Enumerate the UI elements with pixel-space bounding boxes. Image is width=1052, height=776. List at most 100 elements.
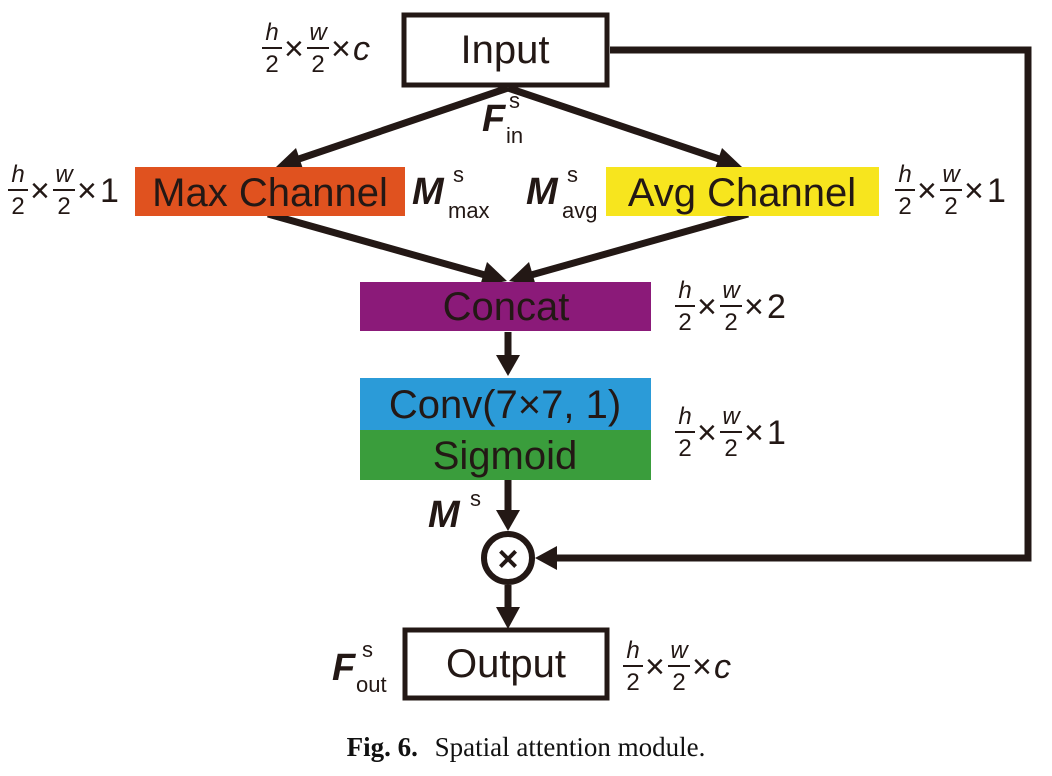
arrowhead-avg <box>714 148 742 172</box>
arrowhead-multiply-top <box>496 510 520 531</box>
dim-concat-den1: 2 <box>678 309 691 336</box>
multiply-symbol: × <box>497 538 518 579</box>
dim-avg-den2: 2 <box>944 193 957 220</box>
concat-box <box>360 282 651 331</box>
node-concat: Concat <box>360 282 651 331</box>
figure-caption: Fig. 6. Spatial attention module. <box>347 732 706 762</box>
symbol-m-max: M s max <box>412 162 490 223</box>
dim-avg-w: w <box>942 161 961 188</box>
dim-avg-times2: × <box>964 172 984 210</box>
arrowhead-multiply-right <box>535 546 557 570</box>
dim-concat-w: w <box>722 277 741 304</box>
node-sigmoid: Sigmoid <box>360 430 651 480</box>
symbol-m-avg: M s avg <box>526 162 597 223</box>
dim-output-h: h <box>626 637 639 664</box>
dim-concat-den2: 2 <box>724 309 737 336</box>
edge-input-to-avg <box>506 84 730 166</box>
dim-input-den1: 2 <box>265 51 278 78</box>
input-box <box>401 12 610 88</box>
dim-max-den1: 2 <box>11 193 24 220</box>
dim-avg-den1: 2 <box>898 193 911 220</box>
f-out-sub: out <box>356 672 387 697</box>
dim-input-w: w <box>309 19 328 46</box>
dim-conv-c: 1 <box>767 414 786 452</box>
dim-output-c: c <box>714 648 731 686</box>
concat-label: Concat <box>443 285 570 329</box>
conv-box <box>360 378 651 430</box>
dim-output-times2: × <box>692 648 712 686</box>
symbol-f-in: F s in <box>482 88 523 148</box>
output-label: Output <box>446 642 566 686</box>
node-max-channel: Max Channel <box>135 167 405 216</box>
f-in-sub: in <box>506 123 523 148</box>
edge-skip-connection <box>552 46 1032 562</box>
m-max-base: M <box>412 171 445 213</box>
dim-avg-channel: h 2 × w 2 × 1 <box>895 161 1006 220</box>
dim-max-h: h <box>11 161 24 188</box>
dim-conv-den2: 2 <box>724 435 737 462</box>
node-avg-channel: Avg Channel <box>606 167 879 216</box>
m-s-base: M <box>428 494 461 536</box>
edges <box>267 46 1032 629</box>
edge-avg-to-concat <box>523 210 749 281</box>
node-input: Input <box>401 12 610 88</box>
arrowhead-concat-left <box>480 262 507 286</box>
input-label: Input <box>461 28 550 72</box>
m-avg-base: M <box>526 171 559 213</box>
dim-avg-h: h <box>898 161 911 188</box>
dim-output: h 2 × w 2 × c <box>623 637 731 696</box>
max-channel-box <box>135 167 405 216</box>
dim-concat: h 2 × w 2 × 2 <box>675 277 786 336</box>
caption-label: Fig. 6. <box>347 732 418 762</box>
dim-max-channel: h 2 × w 2 × 1 <box>8 161 119 220</box>
dim-input-c: c <box>353 30 370 68</box>
f-in-base: F <box>482 98 507 140</box>
node-multiply: × <box>481 531 535 585</box>
dim-output-den2: 2 <box>672 669 685 696</box>
f-out-base: F <box>332 647 357 689</box>
dim-conv-w: w <box>722 403 741 430</box>
conv-label: Conv(7×7, 1) <box>389 383 621 427</box>
dim-output-den1: 2 <box>626 669 639 696</box>
dim-conv-sigmoid: h 2 × w 2 × 1 <box>675 403 786 462</box>
node-conv: Conv(7×7, 1) <box>360 378 651 430</box>
dim-avg-c: 1 <box>987 172 1006 210</box>
m-max-sup: s <box>453 162 464 187</box>
m-avg-sub: avg <box>562 198 597 223</box>
symbol-f-out: F s out <box>332 637 387 697</box>
node-output: Output <box>402 627 610 701</box>
arrowhead-concat-right <box>509 262 536 286</box>
sigmoid-label: Sigmoid <box>433 434 578 478</box>
sigmoid-box <box>360 430 651 480</box>
dim-output-times1: × <box>645 648 665 686</box>
dim-input-times2: × <box>331 30 351 68</box>
arrowhead-conv <box>496 355 520 376</box>
dim-avg-times1: × <box>917 172 937 210</box>
dim-max-c: 1 <box>100 172 119 210</box>
f-in-sup: s <box>509 88 520 113</box>
dim-max-times1: × <box>30 172 50 210</box>
dim-input: h 2 × w 2 × c <box>262 19 370 78</box>
avg-channel-label: Avg Channel <box>628 171 856 215</box>
edge-max-to-concat <box>267 210 493 281</box>
dim-input-h: h <box>265 19 278 46</box>
arrowhead-max <box>276 148 304 172</box>
dim-max-w: w <box>55 161 74 188</box>
dim-concat-h: h <box>678 277 691 304</box>
dim-input-times1: × <box>284 30 304 68</box>
multiply-circle <box>481 531 535 585</box>
m-s-sup: s <box>470 486 481 511</box>
dim-input-den2: 2 <box>311 51 324 78</box>
dim-max-den2: 2 <box>57 193 70 220</box>
dim-concat-c: 2 <box>767 288 786 326</box>
m-max-sub: max <box>448 198 490 223</box>
max-channel-label: Max Channel <box>152 171 388 215</box>
avg-channel-box <box>606 167 879 216</box>
dim-conv-h: h <box>678 403 691 430</box>
edge-input-to-max <box>288 84 510 166</box>
dim-conv-times2: × <box>744 414 764 452</box>
output-box <box>402 627 610 701</box>
caption-text: Spatial attention module. <box>435 732 706 762</box>
